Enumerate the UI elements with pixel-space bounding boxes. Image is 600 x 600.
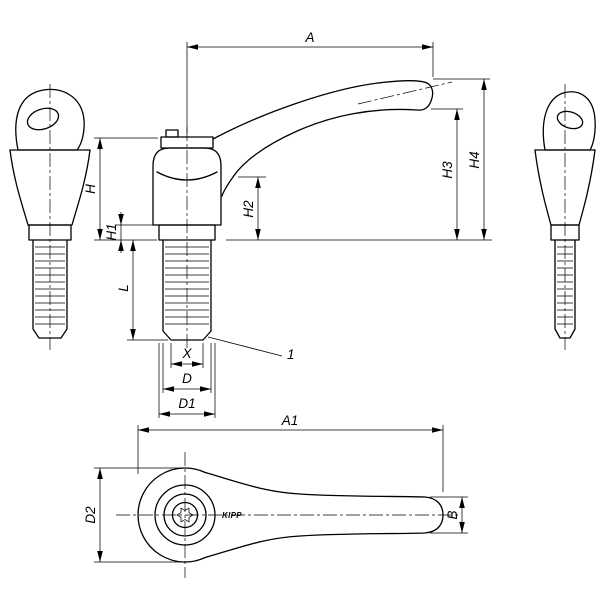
dim-label-A1: A1: [281, 413, 299, 428]
centerline-handle-tip: [357, 81, 453, 105]
torx-socket: [176, 507, 194, 523]
extension-lines-H2: [226, 176, 492, 241]
callout-1: 1: [207, 336, 295, 362]
kipp-logo: KIPP: [222, 511, 242, 520]
dimension-H4: H4: [433, 78, 490, 240]
dim-label-D2: D2: [83, 506, 98, 524]
dimension-H2: H2: [226, 176, 492, 241]
centerlines: [49, 81, 566, 578]
dim-label-B: B: [445, 510, 460, 519]
body-bell-outline: [152, 147, 222, 226]
dimension-H: H: [83, 137, 158, 241]
dim-label-H2: H2: [241, 200, 256, 218]
dimension-B: B: [430, 496, 468, 534]
extension-lines-H: [94, 137, 158, 241]
dim-label-A: A: [304, 30, 314, 45]
handle-knob-outline: [15, 88, 85, 151]
extension-lines-A1: [137, 425, 444, 492]
extension-lines-D: [162, 343, 212, 393]
dim-label-L: L: [116, 284, 131, 292]
dimension-A1: A1: [137, 413, 444, 492]
callout-label-item1: 1: [287, 347, 295, 362]
dimension-D: D: [162, 343, 212, 393]
dimension-X: X: [170, 343, 204, 368]
main-side-view: [152, 80, 434, 341]
dim-label-D: D: [182, 371, 192, 386]
dimension-A: A: [186, 30, 434, 133]
dim-label-H3: H3: [440, 161, 455, 179]
dimension-L: L: [116, 240, 168, 341]
dim-label-H4: H4: [467, 151, 482, 168]
extension-lines-A: [186, 42, 434, 133]
dimension-H3: H3: [431, 108, 463, 240]
dimension-H1: H1: [104, 212, 155, 253]
dimensions: A H H1 L H2 H3: [83, 30, 492, 563]
dimension-D1: D1: [158, 343, 216, 418]
handle-outline: [212, 80, 434, 197]
cap-nub: [165, 129, 179, 138]
lever-outline: [137, 467, 444, 563]
dimension-D2: D2: [83, 467, 182, 563]
handle-grip-recess: [556, 110, 584, 130]
extension-lines-D1: [158, 343, 216, 418]
handle-grip-recess: [26, 107, 60, 131]
handle-knob-outline: [542, 91, 596, 151]
dim-label-H: H: [83, 184, 98, 194]
extension-lines-D2: [94, 467, 182, 563]
dim-label-H1: H1: [104, 223, 119, 240]
leader-line-item1: [207, 336, 283, 357]
dim-label-D1: D1: [178, 396, 195, 411]
dim-label-X: X: [181, 346, 192, 361]
